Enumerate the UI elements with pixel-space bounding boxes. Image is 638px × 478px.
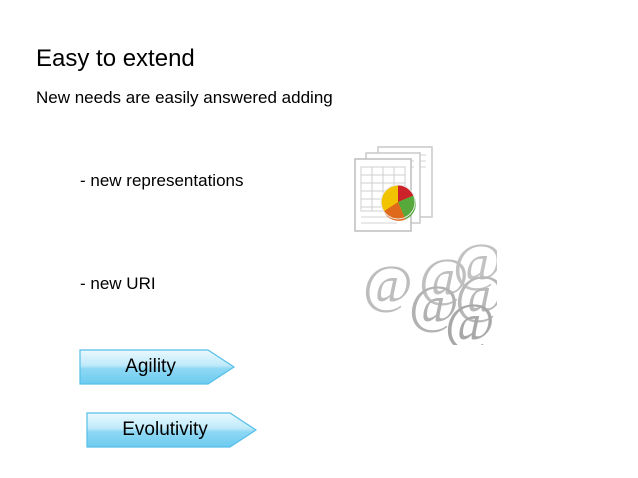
slide-title: Easy to extend bbox=[36, 45, 195, 72]
bullet-item-representations: - new representations bbox=[80, 171, 244, 190]
svg-text:@: @ bbox=[419, 247, 469, 307]
bullet-item-uri: - new URI bbox=[80, 274, 156, 293]
banner-evolutivity: Evolutivity bbox=[85, 409, 258, 451]
svg-text:@: @ bbox=[445, 292, 495, 345]
svg-text:@: @ bbox=[363, 254, 413, 314]
svg-text:@: @ bbox=[455, 264, 497, 324]
slide-subtitle: New needs are easily answered adding bbox=[36, 88, 333, 107]
at-sign-cluster-icon: @ @ @ @ @ @ bbox=[357, 240, 497, 345]
banner-agility: Agility bbox=[78, 346, 238, 388]
svg-text:@: @ bbox=[409, 274, 459, 334]
svg-text:@: @ bbox=[453, 240, 497, 292]
documents-with-pie-chart-icon bbox=[352, 145, 452, 240]
